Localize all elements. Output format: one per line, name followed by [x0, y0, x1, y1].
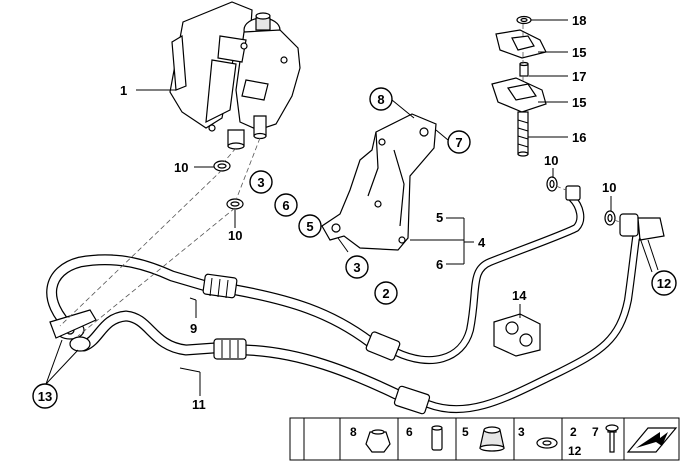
callout-11: 11	[192, 397, 206, 412]
callout-15-lower: 15	[572, 95, 586, 110]
callout-6-right: 6	[436, 257, 443, 272]
callout-6: 6	[282, 198, 289, 213]
callout-14: 14	[512, 288, 527, 303]
callout-10-right-a: 10	[544, 153, 558, 168]
leader-lines	[45, 19, 659, 396]
legend-2: 2	[570, 425, 577, 439]
power-steering-pump	[169, 1, 301, 150]
callout-3-upper: 3	[257, 175, 264, 190]
hose-clamp	[493, 313, 541, 357]
legend-7: 7	[592, 425, 599, 439]
fastener-stack	[491, 15, 547, 157]
callout-5-right: 5	[436, 210, 443, 225]
assembly-lines	[59, 24, 621, 337]
callout-5: 5	[306, 219, 313, 234]
legend-strip: 8 6 5 3 2 12 7	[289, 417, 680, 461]
hose-lines	[46, 185, 665, 415]
callout-7: 7	[455, 135, 462, 150]
callout-8: 8	[377, 92, 384, 107]
callout-10-left: 10	[174, 160, 188, 175]
callout-10-mid: 10	[228, 228, 242, 243]
callout-17: 17	[572, 69, 586, 84]
callout-1: 1	[120, 83, 127, 98]
callout-15-upper: 15	[572, 45, 586, 60]
callout-10-right-b: 10	[602, 180, 616, 195]
mounting-bracket	[321, 113, 437, 251]
legend-6: 6	[406, 425, 413, 439]
legend-12: 12	[568, 444, 582, 458]
o-rings	[213, 160, 616, 226]
callout-2: 2	[382, 286, 389, 301]
legend-5: 5	[462, 425, 469, 439]
callout-16: 16	[572, 130, 586, 145]
callout-labels: 1 18 15 17 15 16 10 10 10 10 5 4 6 14 9 …	[120, 13, 616, 412]
callout-13: 13	[38, 389, 52, 404]
legend-3: 3	[518, 425, 525, 439]
legend-8: 8	[350, 425, 357, 439]
callout-3-lower: 3	[353, 260, 360, 275]
callout-18: 18	[572, 13, 586, 28]
callout-9: 9	[190, 321, 197, 336]
callout-4: 4	[478, 235, 486, 250]
circled-callouts: 8 7 3 6 5 3 2 12 13	[32, 87, 677, 409]
callout-12: 12	[657, 276, 671, 291]
